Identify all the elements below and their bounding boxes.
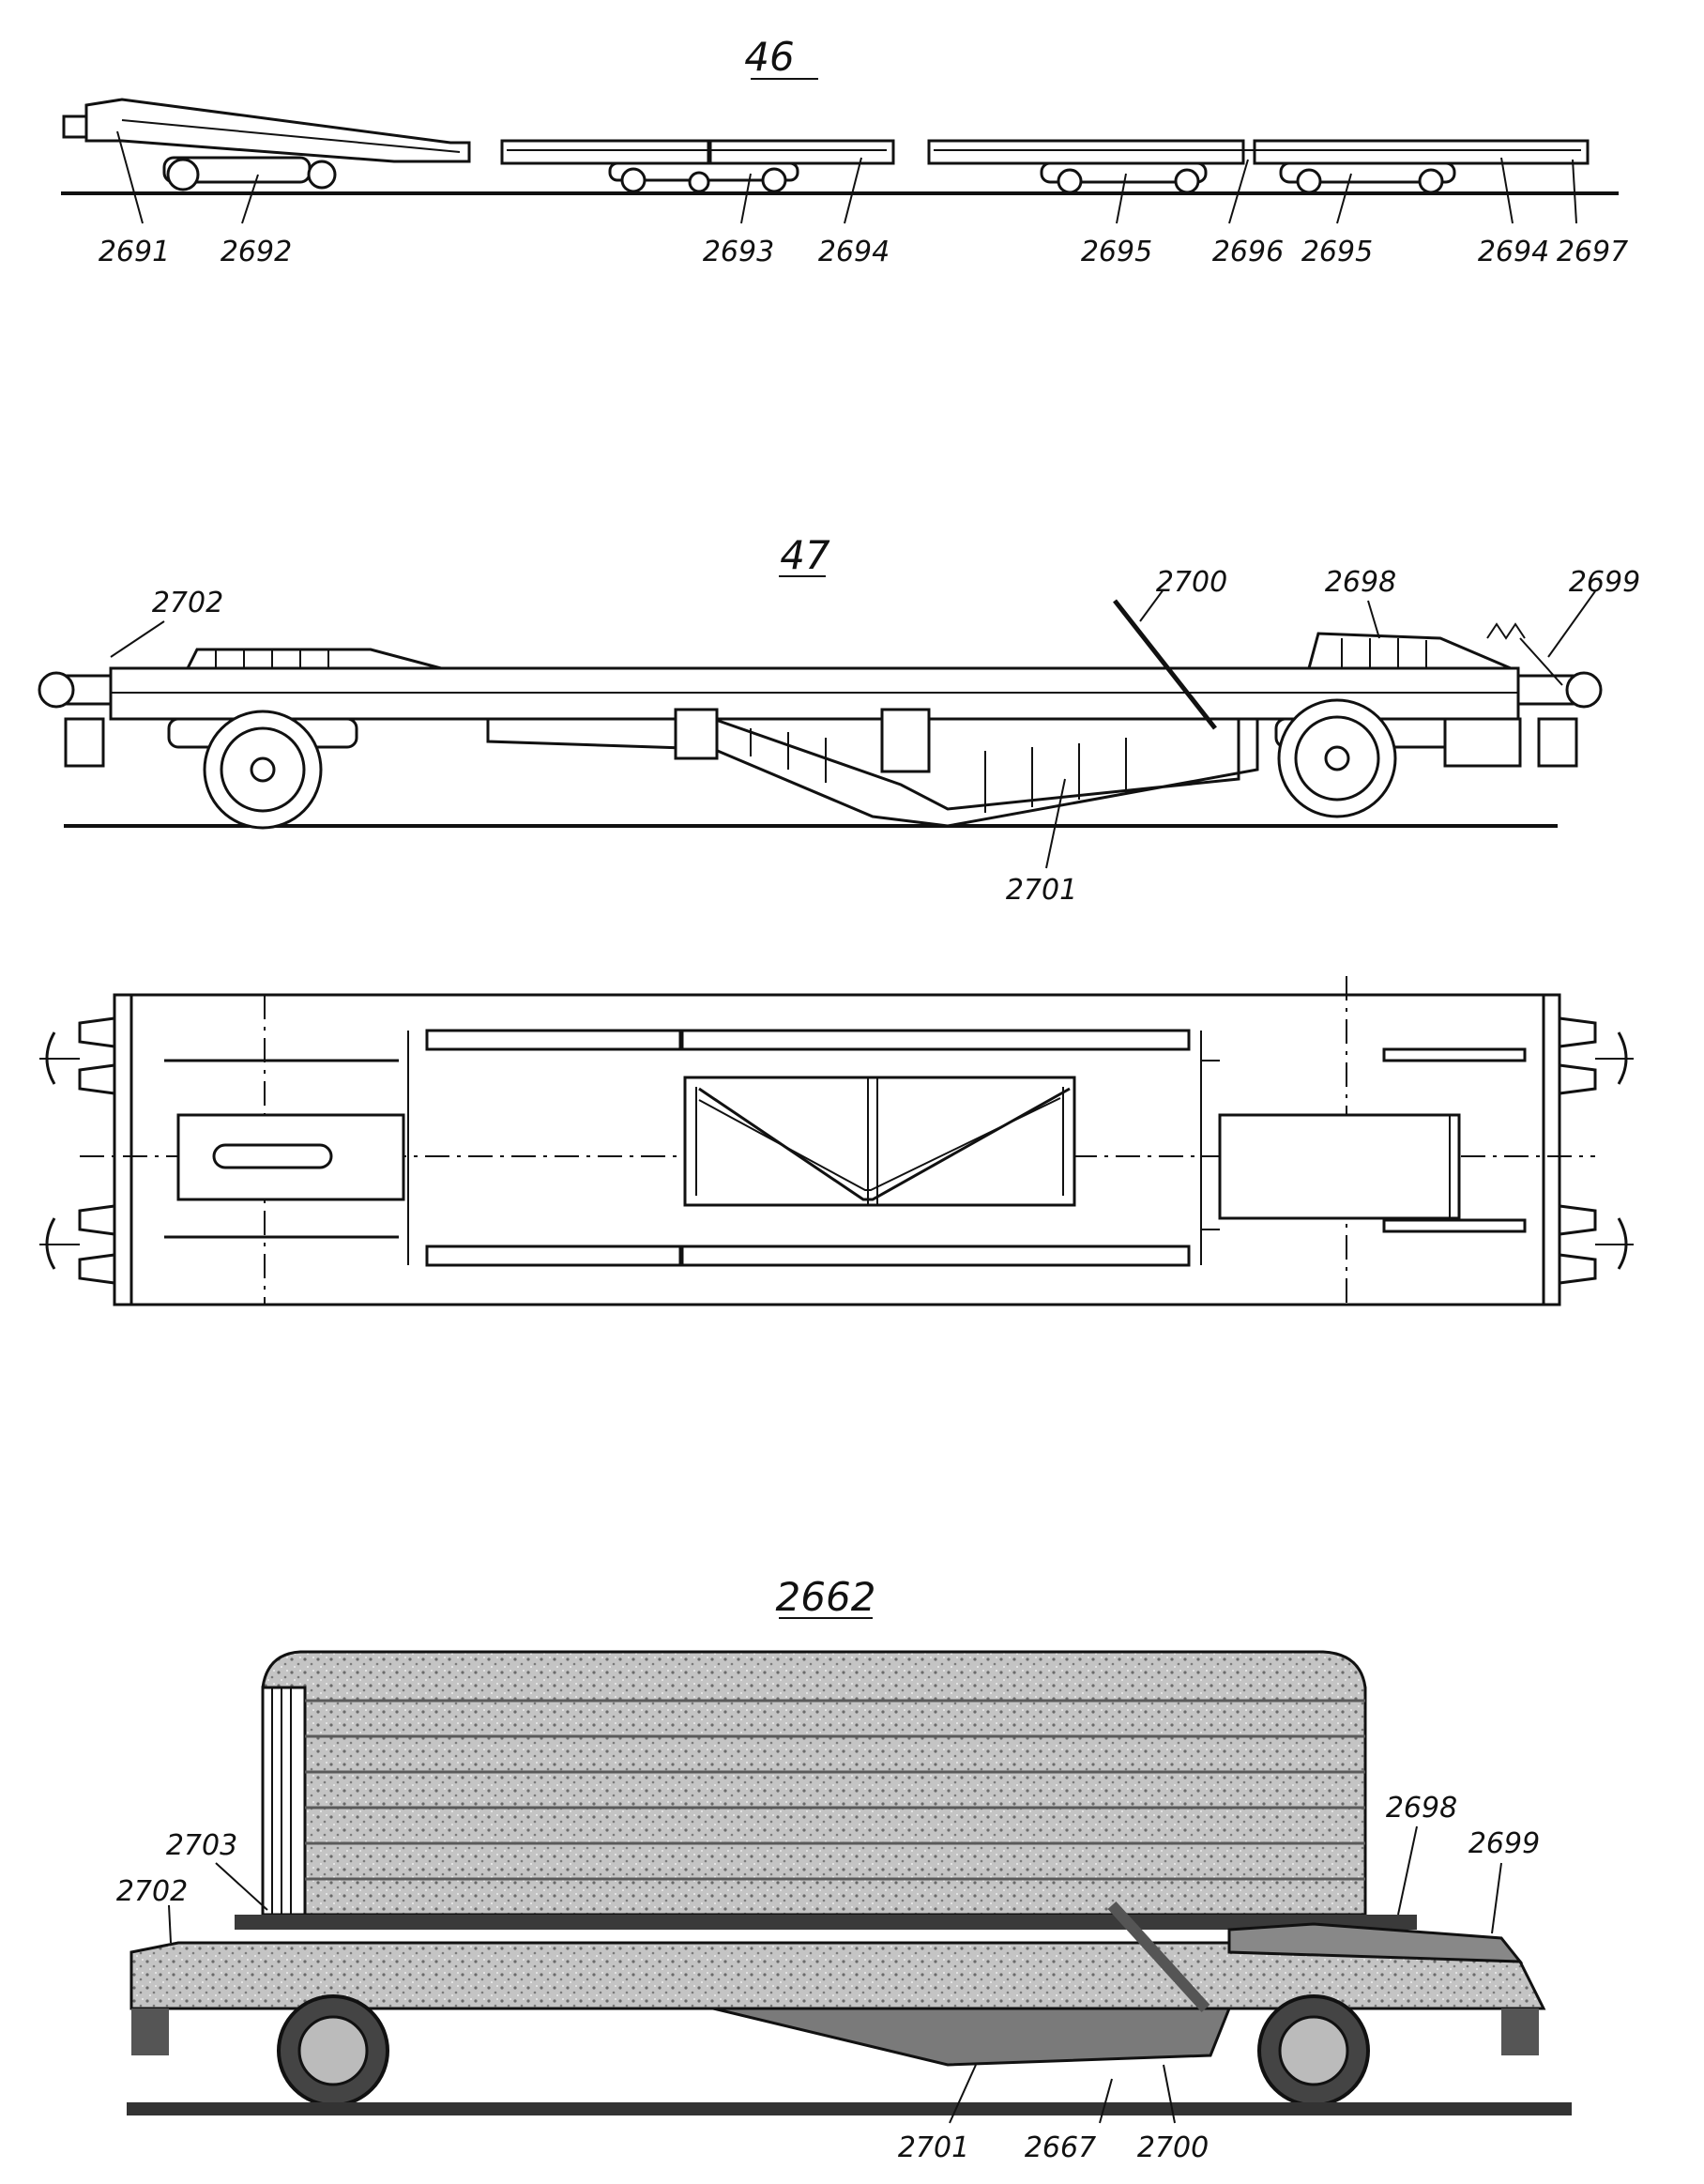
wheel xyxy=(1296,168,1322,194)
figure-2662-leaders xyxy=(168,1825,1502,2124)
wheel xyxy=(688,171,710,193)
part-label: 2701 xyxy=(898,2131,969,2164)
figure-47-labels: 2702 2700 2698 2699 2701 xyxy=(152,566,1640,907)
figure-46-labels: 2691 2692 2693 2694 2695 2696 2695 2694 … xyxy=(99,236,1628,268)
wagon-3 xyxy=(927,139,1590,194)
bogie xyxy=(1279,161,1456,184)
part-label: 2694 xyxy=(818,236,890,268)
rail-line xyxy=(127,2102,1572,2115)
underframe-2701 xyxy=(486,717,1259,828)
wheel xyxy=(166,158,200,191)
bracket xyxy=(880,708,931,773)
part-label: 2696 xyxy=(1212,236,1284,268)
part-label: 2700 xyxy=(1137,2131,1209,2164)
part-label: 2698 xyxy=(1325,566,1396,599)
flat-deck xyxy=(927,139,1245,165)
part-label: 2695 xyxy=(1301,236,1373,268)
part-label: 2691 xyxy=(99,236,170,268)
wheel xyxy=(1174,168,1200,194)
part-label: 2695 xyxy=(1081,236,1152,268)
figure-2662-caption: 2662 xyxy=(776,1574,876,1620)
part-label: 2694 xyxy=(1478,236,1549,268)
side-elevation xyxy=(38,599,1603,830)
left-ramp xyxy=(185,648,442,670)
wheel xyxy=(307,160,337,190)
spring-2699 xyxy=(1486,622,1526,640)
truss-box xyxy=(683,1076,1076,1207)
part-label: 2699 xyxy=(1569,566,1640,599)
part-label: 2699 xyxy=(1468,1827,1540,1860)
sloped-frame xyxy=(84,98,471,163)
figure-47-caption: 47 xyxy=(780,532,830,578)
part-label: 2698 xyxy=(1386,1792,1457,1825)
flat-deck xyxy=(708,139,895,165)
part-label: 2697 xyxy=(1557,236,1628,268)
part-label: 2701 xyxy=(1006,874,1077,907)
coupler-hook xyxy=(1537,717,1578,768)
part-label: 2693 xyxy=(703,236,774,268)
container xyxy=(261,1650,1367,1917)
brake-unit xyxy=(1443,717,1522,768)
part-label: 2702 xyxy=(116,1875,188,1908)
part-label: 2692 xyxy=(221,236,292,268)
right-ramp-2698 xyxy=(1307,632,1512,670)
figure-46-caption: 46 xyxy=(744,34,794,80)
wagon-2 xyxy=(500,139,895,193)
part-label: 2703 xyxy=(166,1829,237,1862)
wagon-1 xyxy=(62,98,471,191)
buffer xyxy=(62,115,90,139)
part-label: 2700 xyxy=(1156,566,1227,599)
figure-46-leaders xyxy=(116,130,1577,224)
part-label: 2667 xyxy=(1025,2131,1096,2164)
right-buffer xyxy=(1516,674,1575,706)
figure-47-leaders xyxy=(110,588,1596,869)
coupler-hook xyxy=(64,717,105,768)
part-label: 2702 xyxy=(152,587,223,619)
flat-deck xyxy=(1253,139,1590,165)
plan-view xyxy=(39,976,1634,1309)
wheel xyxy=(1057,168,1083,194)
figure-47: 47 xyxy=(38,532,1640,1309)
figure-46: 46 xyxy=(61,34,1628,268)
wheel xyxy=(1418,168,1444,194)
wheel xyxy=(620,167,647,193)
flat-deck xyxy=(500,139,710,165)
bracket xyxy=(674,708,719,760)
figure-2662-labels: 2703 2702 2698 2699 2701 2667 2700 xyxy=(116,1792,1540,2164)
wheel xyxy=(761,167,787,193)
photo-wagon xyxy=(129,1901,1546,2107)
end-plate xyxy=(1218,1113,1461,1220)
lever-2700 xyxy=(1113,599,1217,730)
plan-buffers xyxy=(39,1016,1634,1285)
figure-2662: 2662 xyxy=(116,1574,1572,2164)
